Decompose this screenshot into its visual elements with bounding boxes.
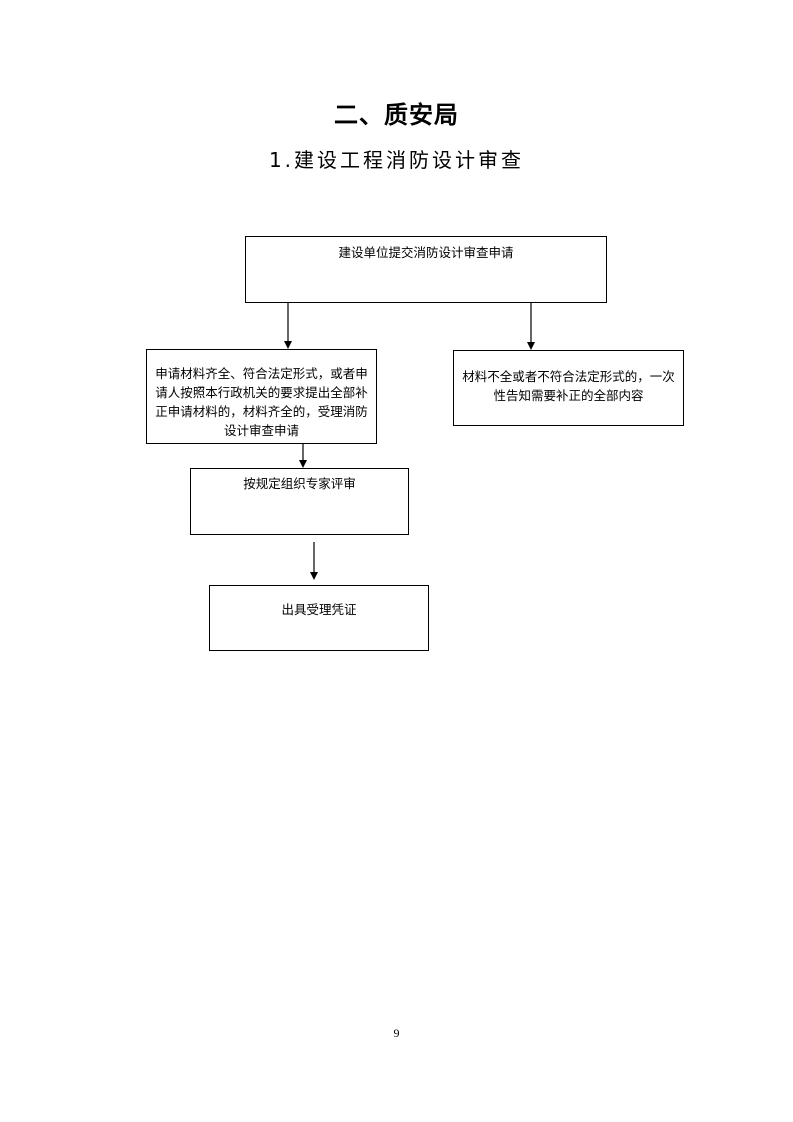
apply-step-text: 建设单位提交消防设计审查申请 bbox=[338, 245, 514, 260]
certificate-text: 出具受理凭证 bbox=[281, 602, 357, 617]
certificate-box: 出具受理凭证 bbox=[209, 585, 429, 651]
incomplete-materials-box: 材料不全或者不符合法定形式的，一次性告知需要补正的全部内容 bbox=[453, 350, 684, 426]
incomplete-materials-text: 材料不全或者不符合法定形式的，一次性告知需要补正的全部内容 bbox=[462, 369, 675, 403]
subsection-title: 1.建设工程消防设计审查 bbox=[268, 148, 525, 172]
accept-step-text: 申请材料齐全、符合法定形式，或者申请人按照本行政机关的要求提出全部补正申请材料的… bbox=[155, 366, 368, 438]
section-title: 二、质安局 bbox=[334, 101, 459, 129]
apply-step-box: 建设单位提交消防设计审查申请 bbox=[245, 236, 607, 303]
expert-review-box: 按规定组织专家评审 bbox=[190, 468, 409, 535]
accept-step-box: 申请材料齐全、符合法定形式，或者申请人按照本行政机关的要求提出全部补正申请材料的… bbox=[146, 349, 377, 444]
expert-review-text: 按规定组织专家评审 bbox=[243, 476, 356, 491]
page-number: 9 bbox=[393, 1026, 400, 1040]
